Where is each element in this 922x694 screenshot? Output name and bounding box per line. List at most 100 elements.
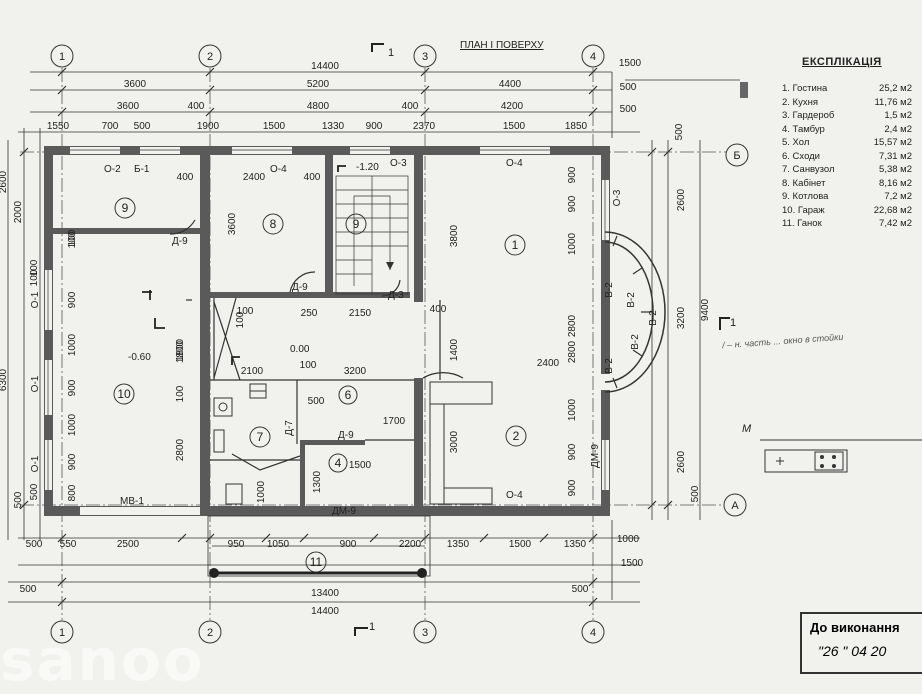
room-area: 5,38 м2 (879, 164, 912, 175)
dim-left-inner-500: 500 (13, 491, 24, 508)
watermark-logo: sanoo (0, 626, 205, 694)
room-area: 25,2 м2 (879, 83, 912, 94)
dim-int-8: 2150 (349, 308, 372, 319)
dim-left-inner-2: 100 (29, 259, 40, 276)
level-garage: -0.60 (128, 352, 151, 363)
dim-int-9: 400 (430, 304, 447, 315)
label-window-o1-a: О-1 (30, 291, 41, 308)
dim-int-21: 3000 (449, 430, 460, 453)
dim-right-inner-7: 900 (567, 443, 578, 460)
dim-bottom-14400: 14400 (311, 606, 339, 617)
dim-top-row4-8: 2370 (413, 121, 436, 132)
label-door-dm9-a: ДМ-9 (332, 506, 356, 517)
section-mark-bottom: 1 (369, 621, 375, 633)
dim-top-row3-5: 4200 (501, 101, 524, 112)
axis-col-3-bottom: 3 (422, 627, 428, 639)
dim-int-1: 400 (177, 172, 194, 183)
dim-bottom-right-mid: 500 (572, 584, 589, 595)
dim-top-row4-6: 1330 (322, 121, 345, 132)
dim-bottom-10: 1350 (564, 539, 587, 550)
dim-top-row3-2: 400 (188, 101, 205, 112)
dim-bottom-6: 900 (340, 539, 357, 550)
room-number-4: 4 (335, 456, 342, 470)
dim-right-inner-8: 900 (567, 479, 578, 496)
dim-bottom-8: 1350 (447, 539, 470, 550)
dim-int-17: 1700 (383, 416, 406, 427)
dim-bottom-4: 950 (228, 539, 245, 550)
dim-right-inner-1: 500 (674, 123, 685, 140)
dim-int-19: 1500 (349, 460, 372, 471)
dim-left-inner-1: 2000 (13, 200, 24, 223)
dim-left-col-4: 900 (67, 379, 78, 396)
dim-int-18: 1300 (312, 470, 323, 493)
axis-col-1-bottom: 1 (59, 627, 65, 639)
room-area: 7,2 м2 (884, 191, 912, 202)
room-number-11: 11 (310, 555, 323, 569)
dim-right-mid-2: 3200 (676, 306, 687, 329)
label-window-v2-c: В-2 (630, 334, 641, 350)
dim-bottom-2: 550 (60, 539, 77, 550)
dim-right-inner-6: 1000 (567, 398, 578, 421)
dim-left-outer-2: 6300 (0, 368, 9, 391)
dim-bottom-13400: 13400 (311, 588, 339, 599)
dim-top-row4-10: 1850 (565, 121, 588, 132)
dim-left-col-2: 900 (67, 291, 78, 308)
dim-int-23: 100 (235, 311, 246, 328)
dim-left-col-5: 1000 (67, 413, 78, 436)
explication-row: 4. Тамбур 2,4 м2 (782, 123, 912, 137)
dim-right-inner-4: 1000 (567, 232, 578, 255)
label-window-v2-e: В-2 (648, 310, 659, 326)
dim-right-inner-3: 900 (567, 195, 578, 212)
dim-top-total: 14400 (311, 61, 339, 72)
room-area: 2,4 м2 (884, 123, 912, 135)
dim-top-row4-2: 700 (102, 121, 119, 132)
dim-top-row4-7: 900 (366, 121, 383, 132)
label-window-o3-b: О-3 (612, 189, 623, 206)
approval-date: "26 " 04 20 (818, 643, 887, 659)
axis-col-2-bottom: 2 (207, 627, 213, 639)
dim-top-row4-3: 500 (134, 121, 151, 132)
room-number-7: 7 (257, 430, 264, 444)
room-number-1: 1 (512, 238, 519, 252)
label-door-dm9-b: ДМ-9 (590, 444, 601, 468)
dim-left-col-3: 1000 (67, 333, 78, 356)
dim-left-inner-1800: 1800 (175, 338, 186, 361)
dim-left-col-6: 900 (67, 453, 78, 470)
dim-right-inner-5: 2800 (567, 314, 578, 337)
room-name: 4. Тамбур (782, 123, 825, 135)
room-number-10: 10 (117, 387, 131, 401)
room-area: 7,31 м2 (879, 150, 912, 162)
label-window-o4-c: О-4 (506, 490, 523, 501)
dim-top-right-1: 1500 (619, 58, 642, 69)
dim-bottom-right-2: 1500 (621, 558, 644, 569)
dim-bottom-9: 1500 (509, 539, 532, 550)
label-window-o2: О-2 (104, 164, 121, 175)
label-window-o4-a: О-4 (270, 164, 287, 175)
dim-int-10: 2100 (241, 366, 264, 377)
dim-top-row3-4: 400 (402, 101, 419, 112)
room-name: 9. Котлова (782, 191, 829, 202)
room-name: 2. Кухня (782, 96, 818, 108)
dim-int-2: 2400 (243, 172, 266, 183)
room-number-9-cabinet: 9 (122, 201, 129, 215)
dim-int-22: 2800 (567, 340, 578, 363)
dim-top-row3-3: 4800 (307, 101, 330, 112)
dim-left-col-7: 800 (67, 484, 78, 501)
label-window-v2-d: В-2 (604, 358, 615, 374)
dim-bottom-left: 500 (20, 584, 37, 595)
dim-bottom-1: 500 (26, 539, 43, 550)
dim-left-inner-2800: 2800 (175, 438, 186, 461)
dim-left-inner-100d: 100 (67, 229, 78, 246)
room-name: 1. Гостина (782, 83, 828, 94)
dim-int-5: 3800 (449, 224, 460, 247)
room-area: 1,5 м2 (884, 110, 912, 121)
dim-top-row4-1: 1550 (47, 121, 70, 132)
side-mark: М (742, 423, 752, 435)
room-area: 11,76 м2 (874, 96, 912, 108)
axis-row-b: Б (733, 150, 740, 162)
approval-title: До виконання (810, 620, 900, 635)
level-stair: -1.20 (356, 162, 379, 173)
